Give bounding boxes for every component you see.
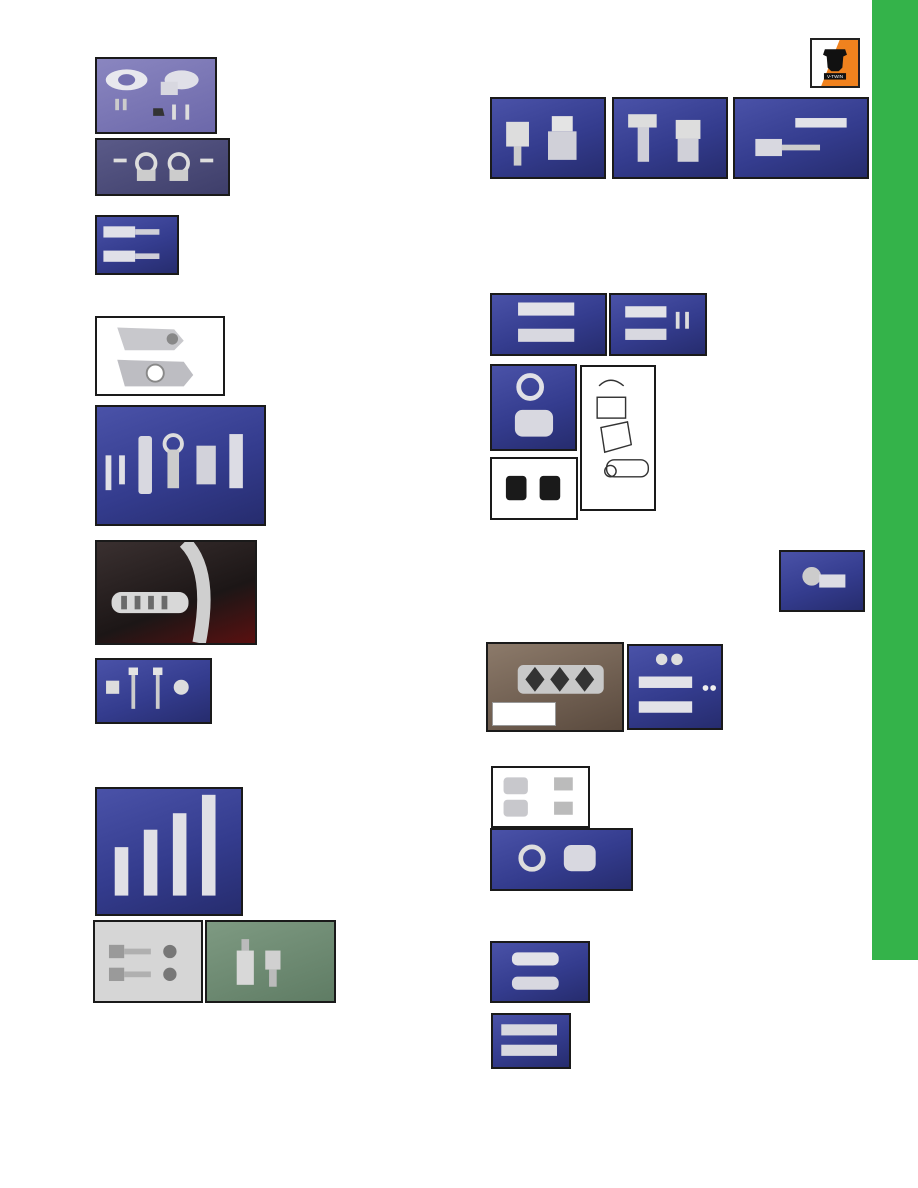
extension-bars-photo: [95, 787, 243, 916]
black-clamps-photo: [490, 457, 578, 520]
v-twin-logo: V-TWIN: [810, 38, 860, 88]
clamp-pair-photo: [490, 828, 633, 891]
mount-diagram-photo: [580, 365, 656, 511]
clamp-hardware-photo: [491, 766, 590, 828]
installed-peg-photo: [95, 540, 257, 645]
clamp-chrome-photo: [490, 364, 577, 451]
billet-clamp-photo: [95, 316, 225, 396]
adapter-studs-photo: [205, 920, 336, 1003]
hex-bolts-photo: [93, 920, 203, 1003]
peg-mounts-photo: [490, 941, 590, 1003]
male-mount-photo: [490, 293, 607, 356]
clamp-set-photo: [95, 138, 230, 196]
knurled-pins-photo: [95, 215, 179, 275]
clevis-set-2-photo: [612, 97, 728, 179]
installed-diamond-peg-photo: [486, 642, 624, 732]
diamond-peg-kit-photo: [627, 644, 723, 730]
bolt-nut-set-photo: [95, 658, 212, 724]
clevis-set-3-photo: [733, 97, 869, 179]
chrome-footpeg-clamps-photo: [95, 57, 217, 134]
section-tab: [872, 0, 918, 960]
svg-text:V-TWIN: V-TWIN: [827, 74, 843, 79]
photo-caption-placeholder: [492, 702, 556, 726]
peg-pair-photo: [491, 1013, 571, 1069]
mount-kit-parts-photo: [95, 405, 266, 526]
clevis-set-1-photo: [490, 97, 606, 179]
male-mount-pins-photo: [609, 293, 707, 356]
small-clamp-photo: [779, 550, 865, 612]
